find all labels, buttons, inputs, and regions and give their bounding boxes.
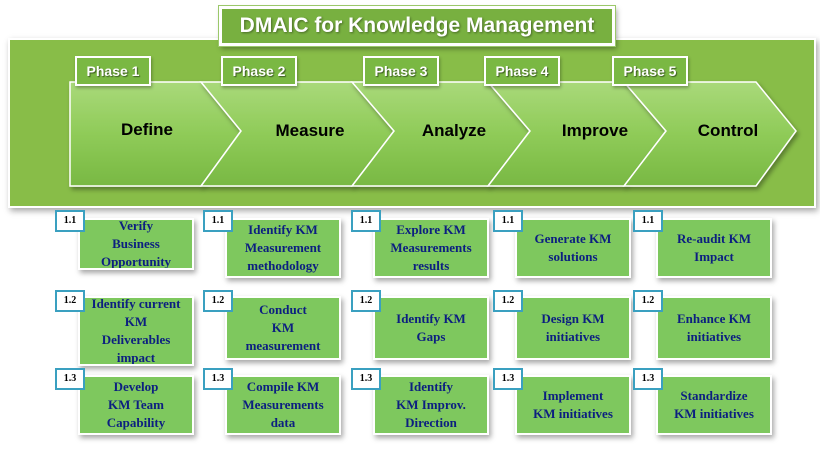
step-text: Enhance KM initiatives [676,311,752,344]
step-text: Standardize KM initiatives [674,388,754,421]
step-card: Implement KM initiatives [515,375,631,435]
phase-name: Define [121,120,173,139]
step-number-badge: 1.1 [633,210,663,232]
phase-name: Measure [275,121,345,140]
phase-name: Improve [561,121,629,140]
step-number-badge: 1.3 [493,368,523,390]
phase-tag: Phase 5 [612,56,688,86]
step-text: Implement KM initiatives [533,388,613,421]
step-text: Identify current KM Deliverables impact [91,296,181,365]
step-text: Conduct KM measurement [245,302,321,353]
step-number-badge: 1.3 [633,368,663,390]
step-card: Identify KM Improv. Direction [373,375,489,435]
step-card: Identify KM Gaps [373,296,489,360]
step-card: Standardize KM initiatives [656,375,772,435]
step-number-badge: 1.2 [55,290,85,312]
step-number-badge: 1.1 [351,210,381,232]
step-number-badge: 1.2 [633,290,663,312]
step-card: Verify Business Opportunity [78,218,194,270]
step-card: Identify KM Measurement methodology [225,218,341,278]
step-card: Enhance KM initiatives [656,296,772,360]
step-number-badge: 1.1 [493,210,523,232]
phase-tag: Phase 2 [221,56,297,86]
step-text: Generate KM solutions [534,231,612,264]
phase-tag: Phase 3 [363,56,439,86]
step-number-badge: 1.3 [55,368,85,390]
step-card: Develop KM Team Capability [78,375,194,435]
step-card: Explore KM Measurements results [373,218,489,278]
step-card: Re-audit KM Impact [656,218,772,278]
step-text: Identify KM Measurement methodology [244,222,322,273]
step-card: Identify current KM Deliverables impact [78,296,194,366]
step-text: Identify KM Improv. Direction [396,379,466,430]
step-text: Verify Business Opportunity [100,218,172,269]
phase-name: Control [697,121,759,140]
step-number-badge: 1.1 [203,210,233,232]
step-text: Design KM initiatives [541,311,605,344]
step-text: Identify KM Gaps [396,311,466,344]
step-card: Generate KM solutions [515,218,631,278]
step-text: Develop KM Team Capability [106,379,166,430]
step-number-badge: 1.3 [203,368,233,390]
step-number-badge: 1.2 [493,290,523,312]
step-card: Design KM initiatives [515,296,631,360]
chevron-control [622,81,797,187]
step-number-badge: 1.1 [55,210,85,232]
step-number-badge: 1.2 [351,290,381,312]
step-text: Compile KM Measurements data [242,379,324,430]
step-number-badge: 1.3 [351,368,381,390]
step-number-badge: 1.2 [203,290,233,312]
page-title: DMAIC for Knowledge Management [218,5,616,47]
phase-name: Analyze [421,121,487,140]
phase-tag: Phase 1 [75,56,151,86]
step-text: Re-audit KM Impact [676,231,752,264]
phase-tag: Phase 4 [484,56,560,86]
step-card: Compile KM Measurements data [225,375,341,435]
step-text: Explore KM Measurements results [390,222,472,273]
step-card: Conduct KM measurement [225,296,341,360]
